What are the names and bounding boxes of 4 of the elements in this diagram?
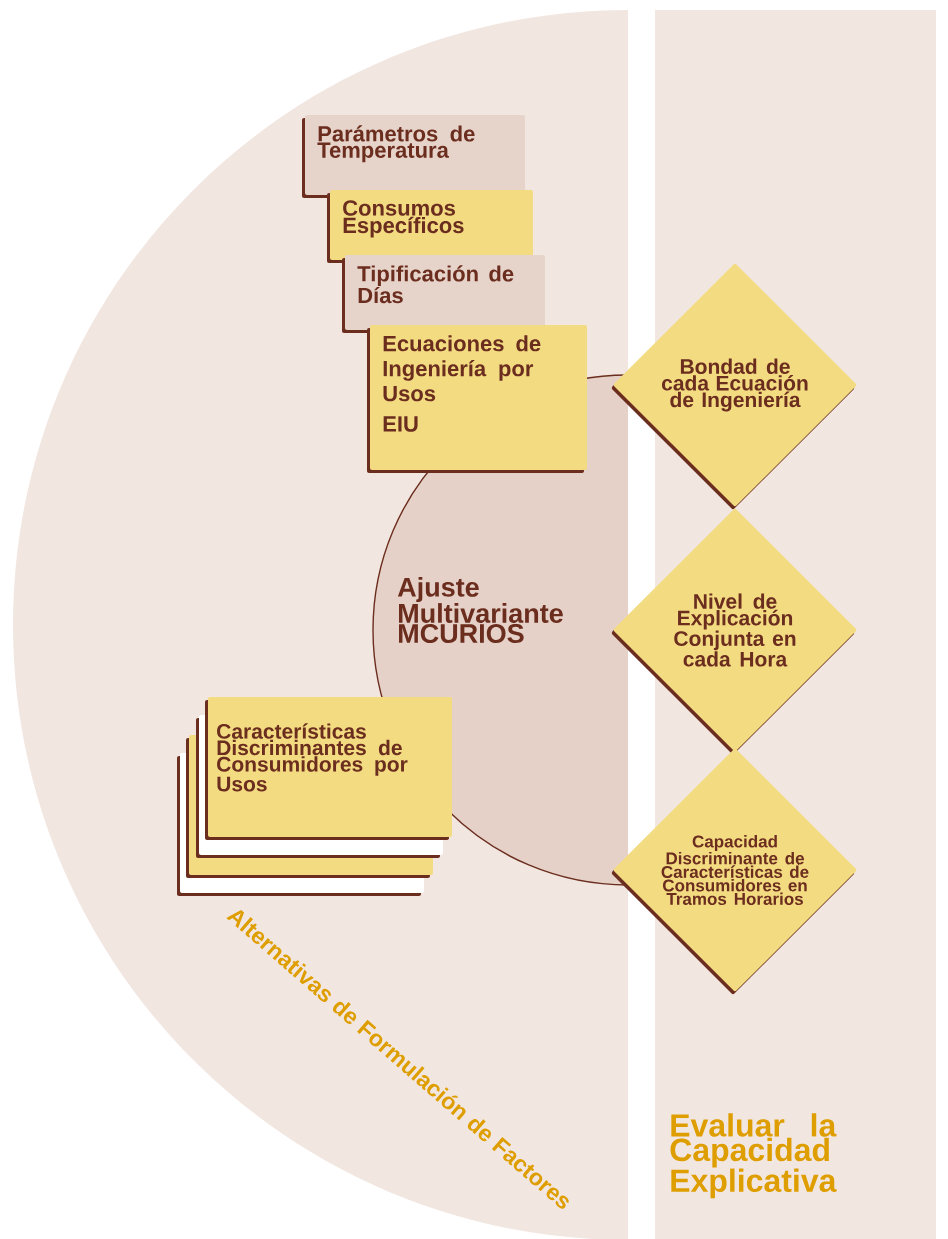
text-card: Tipificación de Días xyxy=(342,255,545,333)
text-card: Ecuaciones de Ingeniería por Usos EIU xyxy=(367,325,587,473)
text-card: Parámetros de Temperatura xyxy=(302,115,525,198)
stacked-cards: Características Discriminantes de Consumidores por Usos xyxy=(177,697,452,896)
